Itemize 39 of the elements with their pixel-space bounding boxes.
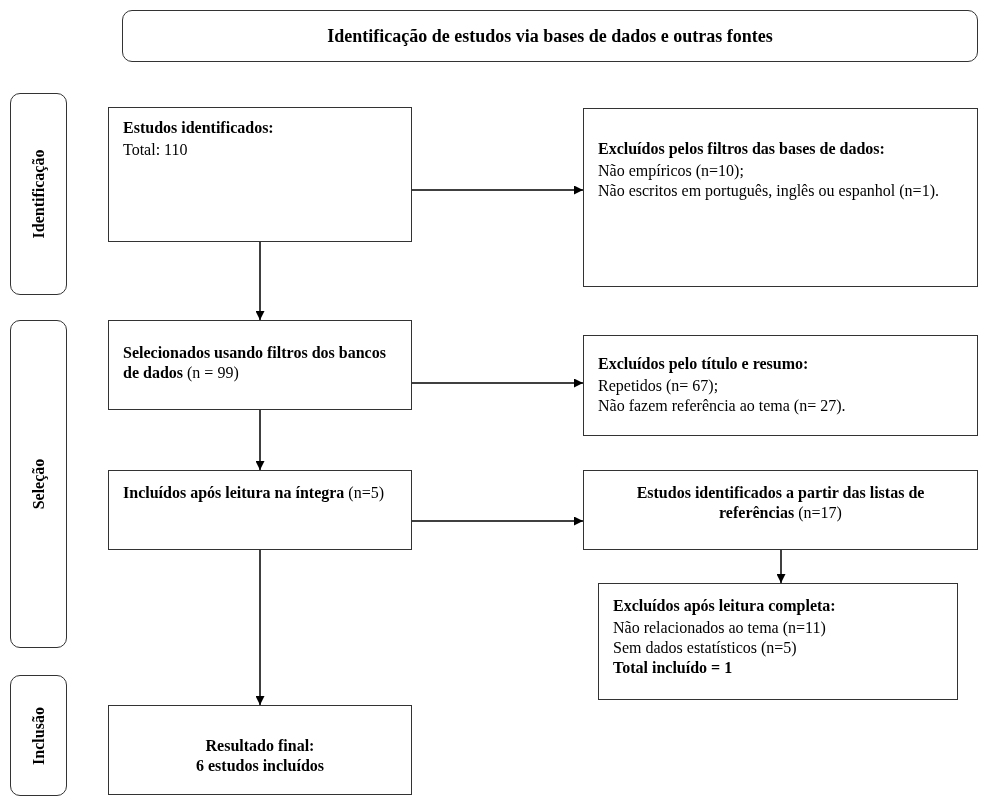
- arrow: [411, 516, 584, 526]
- title-banner: Identificação de estudos via bases de dados e outras fontes: [122, 10, 978, 62]
- box-text: Selecionados usando filtros dos bancos de dados (n = 99): [123, 343, 387, 383]
- process-box: [108, 705, 412, 795]
- box-heading: Excluídos após leitura completa:: [613, 596, 837, 616]
- box-text: Sem dados estatísticos (n=5): [613, 638, 798, 658]
- box-text: Não escritos em português, inglês ou espanhol (n=1).: [598, 181, 940, 201]
- stage-band: [10, 320, 67, 648]
- arrow: [411, 185, 584, 195]
- stage-label: Seleção: [28, 458, 49, 510]
- box-text: Estudos identificados a partir das listas de referências (n=17): [635, 483, 926, 523]
- stage-band: [10, 93, 67, 295]
- box-text: Não empíricos (n=10);: [598, 161, 745, 181]
- process-box: [583, 470, 978, 550]
- stage-label: Identificação: [28, 149, 49, 239]
- box-heading: Resultado final:: [204, 736, 316, 756]
- arrow: [411, 378, 584, 388]
- box-text: 6 estudos incluídos: [194, 756, 325, 776]
- process-box: [583, 108, 978, 287]
- arrow: [255, 409, 265, 471]
- box-text: Incluídos após leitura na íntegra (n=5): [123, 483, 386, 503]
- box-heading: Excluídos pelos filtros das bases de dados:: [598, 139, 886, 159]
- arrow: [255, 549, 265, 706]
- box-text: Repetidos (n= 67);: [598, 376, 720, 396]
- box-text: Total incluído = 1: [613, 658, 734, 678]
- process-box: [108, 470, 412, 550]
- arrow: [776, 549, 786, 584]
- process-box: [108, 107, 412, 242]
- box-heading: Excluídos pelo título e resumo:: [598, 354, 810, 374]
- process-box: [598, 583, 958, 700]
- box-text: Total: 110: [123, 140, 189, 160]
- process-box: [108, 320, 412, 410]
- process-box: [583, 335, 978, 436]
- box-text: Não fazem referência ao tema (n= 27).: [598, 396, 847, 416]
- box-heading: Estudos identificados:: [123, 118, 275, 138]
- arrow: [255, 241, 265, 321]
- stage-band: [10, 675, 67, 796]
- box-text: Não relacionados ao tema (n=11): [613, 618, 827, 638]
- stage-label: Inclusão: [28, 706, 48, 765]
